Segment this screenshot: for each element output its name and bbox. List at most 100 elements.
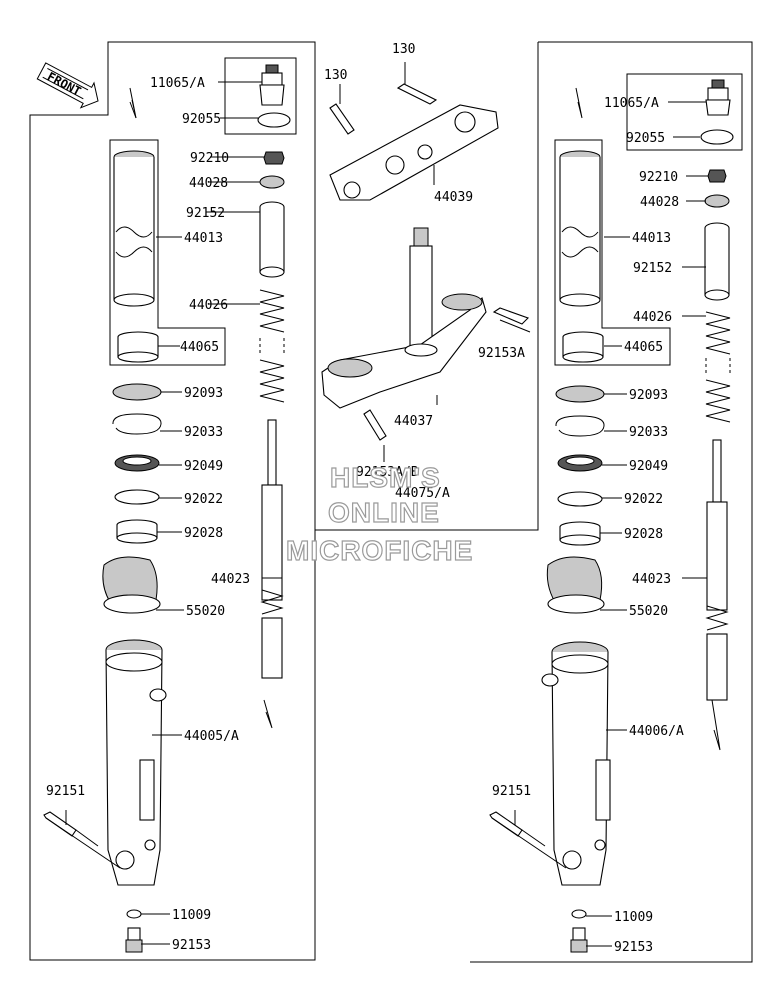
label-92028-left: 92028 — [184, 526, 223, 541]
label-130-upper: 130 — [392, 42, 415, 57]
label-92022-left: 92022 — [184, 492, 223, 507]
watermark-line-2: ONLINE — [328, 497, 440, 528]
upper-triple-clamp-icon — [329, 104, 499, 201]
drain-bolt-icon — [125, 927, 143, 953]
front-direction-badge: FRONT — [36, 62, 99, 109]
label-92152-left: 92152 — [186, 206, 225, 221]
label-92033-left: 92033 — [184, 425, 223, 440]
damper-rod-icon — [260, 419, 284, 679]
steering-stem-icon — [321, 227, 487, 409]
label-11009-left: 11009 — [172, 908, 211, 923]
label-44005-left: 44005/A — [184, 729, 239, 744]
label-11065-left: 11065/A — [150, 76, 205, 91]
o-ring-icon — [257, 112, 291, 128]
dust-seal-icon — [555, 385, 605, 403]
bolt-92153a-icon — [492, 307, 530, 325]
fork-cap-bolt-icon — [705, 79, 731, 116]
label-92153a: 92153A — [478, 346, 525, 361]
pinch-bolt-icon — [489, 811, 523, 837]
washer-icon — [557, 491, 603, 507]
slide-bushing-icon — [562, 331, 604, 363]
spring-seat-icon — [704, 194, 730, 208]
spring-seat-icon — [259, 175, 285, 189]
guide-bushing-icon — [559, 521, 601, 546]
watermark-line-3: MICROFICHE — [286, 535, 473, 566]
bolt-130-icon — [329, 103, 355, 135]
spacer-collar-icon — [704, 222, 730, 301]
label-92151-left: 92151 — [46, 784, 85, 799]
inner-tube-icon — [559, 150, 601, 307]
label-44028-left: 44028 — [189, 176, 228, 191]
label-44037: 44037 — [394, 414, 433, 429]
guide-bushing-icon — [116, 519, 158, 544]
label-92093-right: 92093 — [629, 388, 668, 403]
pinch-bolt-icon — [43, 811, 77, 837]
bolt-92153b-icon — [363, 409, 387, 441]
label-92152-right: 92152 — [633, 261, 672, 276]
right-fork-assembly: 11065/A 92055 92210 44028 44013 92152 44… — [489, 73, 743, 955]
label-44028-right: 44028 — [640, 195, 679, 210]
circlip-icon — [555, 415, 605, 437]
nut-icon — [263, 151, 285, 165]
label-92153-right: 92153 — [614, 940, 653, 955]
label-130-lower: 130 — [324, 68, 347, 83]
left-fork-assembly: 11065/A 92055 92210 44028 92152 44013 44… — [43, 57, 297, 953]
label-92210-left: 92210 — [190, 151, 229, 166]
label-55020-right: 55020 — [629, 604, 668, 619]
right-fork-frame — [470, 41, 753, 963]
label-44023-right: 44023 — [632, 572, 671, 587]
dust-seal-icon — [112, 383, 162, 401]
label-92093-left: 92093 — [184, 386, 223, 401]
label-44026-left: 44026 — [189, 298, 228, 313]
label-92028-right: 92028 — [624, 527, 663, 542]
bolt-130-icon — [396, 83, 438, 105]
label-92049-right: 92049 — [629, 459, 668, 474]
circlip-icon — [112, 413, 162, 435]
fork-spring-icon — [259, 289, 285, 403]
label-44065-left: 44065 — [180, 340, 219, 355]
label-92055-left: 92055 — [182, 112, 221, 127]
label-92049-left: 92049 — [184, 459, 223, 474]
watermark: HLSM'S ONLINE MICROFICHE — [285, 461, 473, 566]
label-92033-right: 92033 — [629, 425, 668, 440]
fork-guard-icon — [102, 556, 161, 614]
front-badge-text: FRONT — [45, 69, 83, 98]
o-ring-icon — [700, 129, 734, 145]
label-44006-right: 44006/A — [629, 724, 684, 739]
washer-icon — [114, 489, 160, 505]
label-92153b: 92153A/B — [356, 465, 419, 480]
label-44013-right: 44013 — [632, 231, 671, 246]
label-44013-left: 44013 — [184, 231, 223, 246]
label-55020-left: 55020 — [186, 604, 225, 619]
label-92022-right: 92022 — [624, 492, 663, 507]
label-92210-right: 92210 — [639, 170, 678, 185]
label-92153-left: 92153 — [172, 938, 211, 953]
fork-spring-icon — [705, 311, 731, 423]
gasket-icon — [571, 909, 587, 919]
watermark-line-1: HLSM'S — [330, 462, 441, 493]
label-44039: 44039 — [434, 190, 473, 205]
nut-icon — [707, 169, 727, 183]
label-44075: 44075/A — [395, 486, 450, 501]
damper-rod-icon — [705, 439, 729, 701]
gasket-icon — [126, 909, 142, 919]
spacer-collar-icon — [259, 201, 285, 278]
label-44065-right: 44065 — [624, 340, 663, 355]
label-44023-left: 44023 — [211, 572, 250, 587]
fork-guard-icon — [546, 556, 605, 614]
label-44026-right: 44026 — [633, 310, 672, 325]
label-11009-right: 11009 — [614, 910, 653, 925]
left-fork-frame — [29, 41, 316, 961]
fork-cap-bolt-icon — [259, 64, 285, 106]
label-92055-right: 92055 — [626, 131, 665, 146]
label-11065-right: 11065/A — [604, 96, 659, 111]
steering-frame — [315, 42, 539, 531]
steering-assembly: 130 130 44039 92153A 44037 92153A/B 4407… — [321, 42, 531, 501]
drain-bolt-icon — [570, 927, 588, 953]
outer-tube-icon — [541, 641, 611, 886]
slide-bushing-icon — [117, 331, 159, 363]
outer-tube-icon — [105, 639, 167, 886]
label-92151-right: 92151 — [492, 784, 531, 799]
inner-tube-icon — [113, 150, 155, 307]
